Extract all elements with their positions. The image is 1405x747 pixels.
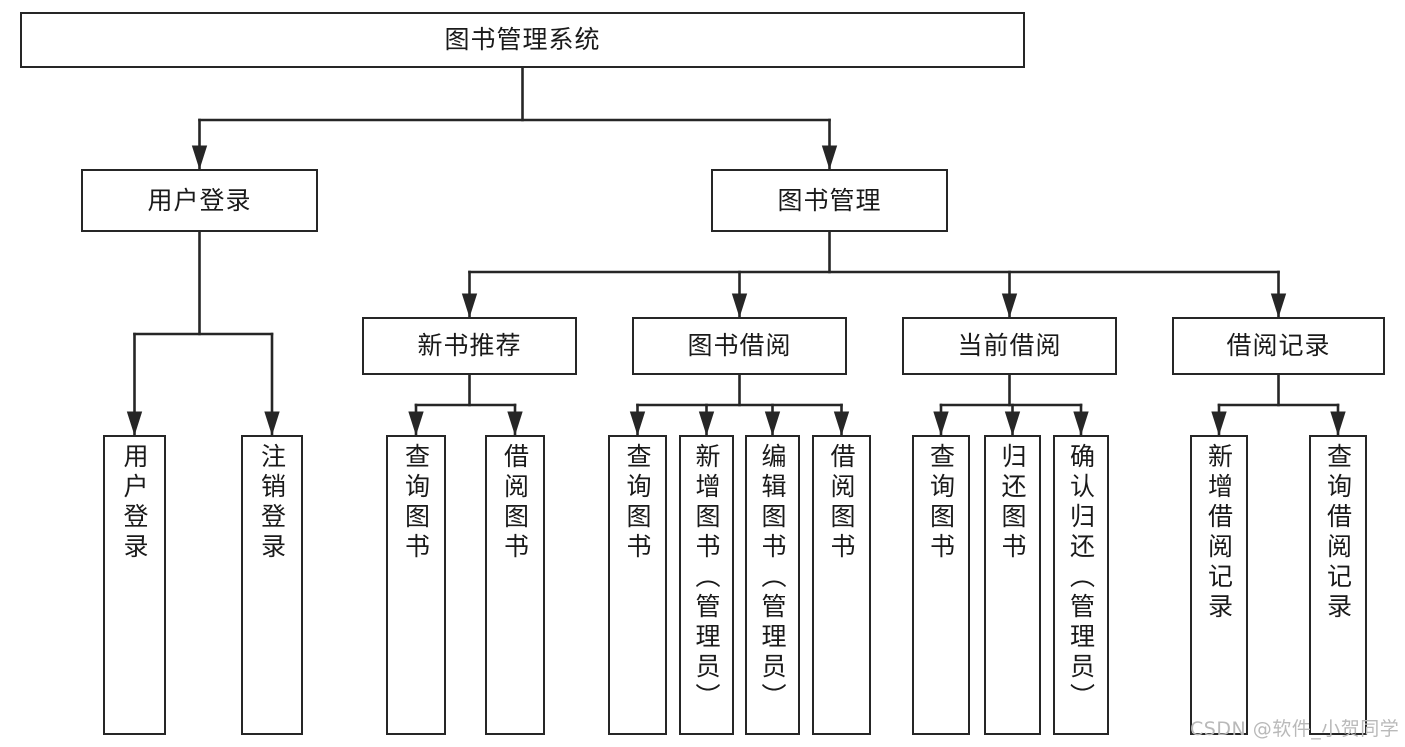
- arrowhead-book-manage-0: [461, 293, 478, 318]
- node-current-borrow[interactable]: 当前借阅: [902, 317, 1117, 375]
- node-label-leaf-borrow-book-2: 借阅图书: [827, 443, 856, 563]
- arrowhead-user-login-1: [264, 411, 280, 436]
- arrowhead-book-borrow-2: [764, 411, 781, 436]
- node-leaf-user-login[interactable]: 用户登录: [103, 435, 166, 735]
- arrowhead-current-borrow-0: [933, 411, 949, 436]
- node-leaf-query-book-2[interactable]: 查询图书: [608, 435, 667, 735]
- arrowhead-borrow-record-0: [1211, 411, 1227, 436]
- arrowhead-root-1: [821, 145, 838, 170]
- node-leaf-edit-book[interactable]: 编辑图书（管理员）: [745, 435, 800, 735]
- node-label-borrow-record: 借阅记录: [1226, 331, 1331, 361]
- node-borrow-record[interactable]: 借阅记录: [1172, 317, 1385, 375]
- node-book-borrow[interactable]: 图书借阅: [632, 317, 847, 375]
- node-leaf-borrow-book-2[interactable]: 借阅图书: [812, 435, 871, 735]
- arrowhead-book-borrow-1: [698, 411, 715, 436]
- node-leaf-confirm-return[interactable]: 确认归还（管理员）: [1053, 435, 1109, 735]
- node-label-leaf-add-record: 新增借阅记录: [1204, 443, 1234, 623]
- node-label-leaf-query-record: 查询借阅记录: [1323, 443, 1353, 623]
- node-label-current-borrow: 当前借阅: [957, 331, 1062, 361]
- arrowhead-book-manage-2: [1001, 293, 1018, 318]
- node-leaf-add-book[interactable]: 新增图书（管理员）: [679, 435, 734, 735]
- node-label-leaf-query-book-1: 查询图书: [401, 443, 431, 563]
- node-user-login[interactable]: 用户登录: [81, 169, 318, 232]
- arrowhead-current-borrow-1: [1004, 411, 1021, 436]
- node-new-book-rec[interactable]: 新书推荐: [362, 317, 577, 375]
- node-label-leaf-query-book-2: 查询图书: [623, 443, 652, 563]
- arrowhead-user-login-0: [126, 411, 143, 436]
- arrowhead-book-manage-1: [731, 293, 748, 318]
- node-leaf-query-book-1[interactable]: 查询图书: [386, 435, 446, 735]
- node-label-leaf-query-book-3: 查询图书: [926, 443, 956, 563]
- node-leaf-query-record[interactable]: 查询借阅记录: [1309, 435, 1367, 735]
- node-leaf-user-logout[interactable]: 注销登录: [241, 435, 303, 735]
- node-leaf-borrow-book-1[interactable]: 借阅图书: [485, 435, 545, 735]
- arrowhead-book-manage-3: [1270, 293, 1287, 318]
- node-label-leaf-return-book: 归还图书: [998, 443, 1027, 563]
- arrowhead-book-borrow-3: [833, 411, 850, 436]
- arrowhead-root-0: [191, 145, 208, 170]
- node-label-root: 图书管理系统: [444, 25, 601, 55]
- node-label-book-borrow: 图书借阅: [687, 331, 792, 361]
- node-label-leaf-add-book: 新增图书（管理员）: [692, 443, 721, 713]
- node-leaf-query-book-3[interactable]: 查询图书: [912, 435, 970, 735]
- node-label-leaf-edit-book: 编辑图书（管理员）: [758, 443, 787, 713]
- node-label-book-manage: 图书管理: [777, 185, 882, 215]
- node-label-new-book-rec: 新书推荐: [417, 331, 522, 361]
- node-leaf-add-record[interactable]: 新增借阅记录: [1190, 435, 1248, 735]
- node-leaf-return-book[interactable]: 归还图书: [984, 435, 1041, 735]
- node-book-manage[interactable]: 图书管理: [711, 169, 948, 232]
- node-label-leaf-confirm-return: 确认归还（管理员）: [1066, 443, 1096, 713]
- node-label-user-login: 用户登录: [147, 185, 252, 215]
- node-label-leaf-user-logout: 注销登录: [257, 443, 287, 563]
- arrowhead-book-borrow-0: [629, 411, 646, 436]
- arrowhead-current-borrow-2: [1073, 411, 1089, 436]
- node-label-leaf-borrow-book-1: 借阅图书: [500, 443, 530, 563]
- node-label-leaf-user-login: 用户登录: [120, 443, 149, 563]
- arrowhead-borrow-record-1: [1330, 411, 1346, 436]
- arrowhead-new-book-rec-1: [507, 411, 523, 436]
- watermark-text: CSDN @软件_小贺同学: [1190, 718, 1400, 740]
- node-root[interactable]: 图书管理系统: [20, 12, 1025, 68]
- arrowhead-new-book-rec-0: [408, 411, 424, 436]
